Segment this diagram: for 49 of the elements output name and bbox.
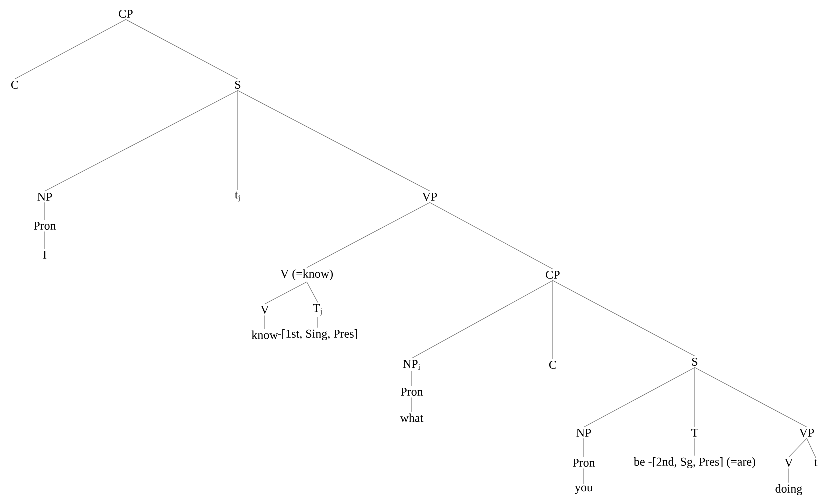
tree-branch (306, 282, 318, 303)
tree-label: V (=know) (280, 270, 334, 280)
tree-branch (788, 468, 790, 484)
tree-branch (584, 367, 696, 428)
tree-branch (264, 315, 266, 330)
tree-branch (694, 367, 808, 428)
tree-branch (552, 280, 696, 357)
tree-branch (126, 19, 238, 80)
tree-label: know (252, 330, 278, 340)
tree-label: t (814, 460, 818, 466)
tree-label: VP (799, 428, 814, 438)
tree-label: CP (546, 270, 560, 280)
tree-label: T$_{j}$ (313, 304, 322, 316)
tree-label: you (575, 486, 593, 494)
tree-branch (264, 282, 308, 305)
tree-branch (788, 438, 808, 458)
tree-label: -[1st, Sing, Pres] (278, 330, 358, 340)
tree-label: be -[2nd, Sg, Pres] (=are) (634, 458, 756, 468)
tree-branch (44, 202, 46, 221)
tree-label: NP$_{i}$ (403, 360, 420, 370)
tree-label: VP (422, 192, 438, 202)
tree-branch (44, 90, 238, 192)
tree-label: S (692, 358, 698, 366)
tree-label: Pron (34, 222, 56, 230)
tree-branch (412, 280, 554, 359)
tree-label: t$_{j}$ (235, 192, 240, 202)
tree-branch (238, 90, 430, 192)
tree-label: S (235, 80, 241, 90)
tree-branch (806, 438, 816, 458)
tree-label: Pron (573, 459, 596, 467)
tree-branch (552, 280, 554, 360)
tree-label: T (692, 429, 698, 437)
tree-label: C (550, 360, 556, 370)
tree-label: what (400, 414, 424, 422)
tree-label: I (43, 251, 47, 259)
tree-label: C (11, 80, 18, 90)
tree-branch (14, 19, 126, 80)
tree-branch (306, 202, 430, 268)
tree-label: doing (776, 484, 802, 496)
tree-branch (694, 438, 696, 456)
tree-branch (430, 202, 554, 270)
tree-label: NP (576, 429, 592, 437)
tree-label: Pron (401, 388, 424, 396)
tree-branch (44, 231, 46, 250)
tree-label: V (784, 458, 794, 468)
tree-label: CP (119, 10, 133, 18)
tree-branch (694, 367, 696, 428)
tree-label: NP (38, 193, 52, 201)
tree-label: V (260, 306, 270, 314)
